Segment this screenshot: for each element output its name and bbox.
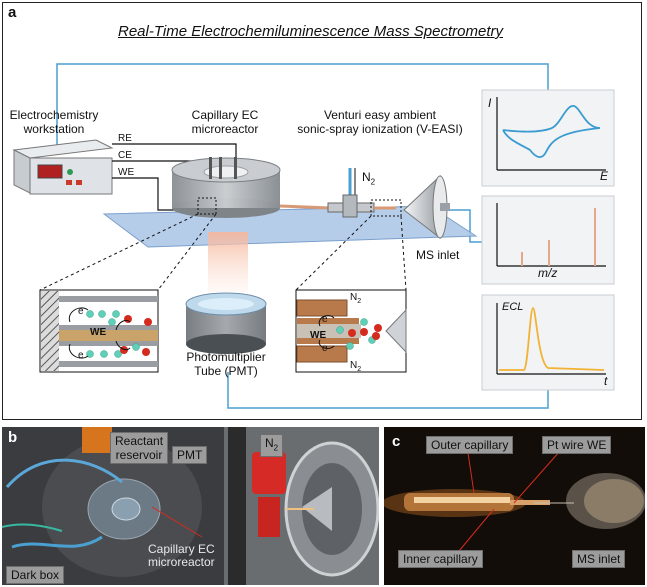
pmt-photo-label: PMT bbox=[172, 446, 208, 464]
panel-c-letter: c bbox=[392, 433, 401, 450]
panel-a-letter: a bbox=[8, 4, 17, 21]
inset2-e-top: e bbox=[322, 314, 328, 325]
ecl-ylabel: ECL bbox=[502, 301, 524, 313]
inset2-we-label: WE bbox=[310, 330, 327, 341]
n2-label-venturi: N2 bbox=[362, 170, 376, 187]
venturi-label-line2: sonic-spray ionization (V-EASI) bbox=[297, 122, 463, 136]
inner-capillary-label: Inner capillary bbox=[398, 550, 483, 568]
cv-plot-content bbox=[496, 97, 606, 171]
workstation-label-line1: Electrochemistry bbox=[9, 108, 99, 122]
cv-plot bbox=[481, 89, 615, 187]
reactant-line1: Reactant bbox=[115, 434, 164, 448]
panel-a-diagram bbox=[12, 63, 615, 409]
inset-capillary-we bbox=[39, 289, 159, 373]
ms-xlabel: m/z bbox=[538, 266, 558, 280]
workstation-device bbox=[12, 139, 114, 195]
panel-b-letter: b bbox=[8, 429, 18, 446]
zoom-lines bbox=[39, 213, 407, 291]
inset1-e-top: e bbox=[78, 306, 84, 317]
light-beam bbox=[208, 232, 248, 292]
inset1-e-bottom: e bbox=[78, 350, 84, 361]
reactant-line2: reservoir bbox=[115, 448, 163, 462]
pmt-label: Photomultiplier Tube (PMT) bbox=[174, 350, 278, 378]
electrode-re: RE bbox=[118, 133, 132, 144]
power-led bbox=[67, 169, 73, 175]
capillary-photo-line2: microreactor bbox=[148, 555, 215, 569]
inset2-e-bottom: e bbox=[322, 343, 328, 354]
cv-curve bbox=[502, 105, 601, 158]
dark-box-label: Dark box bbox=[6, 566, 65, 584]
ms-inlet-label: MS inlet bbox=[416, 248, 460, 262]
panel-a bbox=[2, 2, 642, 420]
inset2-n2-bottom: N2 bbox=[350, 360, 362, 373]
microreactor-label-line1: Capillary EC bbox=[191, 108, 259, 122]
pt-wire-label: Pt wire WE bbox=[542, 436, 612, 454]
workstation-label-line2: workstation bbox=[23, 122, 85, 136]
electrode-ce: CE bbox=[118, 150, 132, 161]
microreactor-label: Capillary EC microreactor bbox=[170, 108, 280, 136]
pmt-to-ecl-line bbox=[227, 372, 549, 409]
inset-venturi-tip bbox=[295, 289, 407, 373]
capillary-ec-microreactor bbox=[171, 157, 281, 218]
capillary-line bbox=[279, 204, 331, 210]
panel-b-photo bbox=[2, 427, 379, 585]
inset2-n2-top: N2 bbox=[350, 292, 362, 305]
workstation-to-cv-line bbox=[56, 63, 549, 145]
photomultiplier-tube bbox=[185, 292, 267, 354]
n2-photo-label: N2 bbox=[260, 434, 284, 458]
microreactor-label-line2: microreactor bbox=[191, 122, 259, 136]
workstation-label: Electrochemistry workstation bbox=[4, 108, 104, 136]
ms-inlet-cone bbox=[403, 174, 450, 240]
display-screen bbox=[37, 164, 63, 179]
pmt-label-line1: Photomultiplier bbox=[186, 350, 266, 364]
ecl-plot-content bbox=[496, 303, 606, 375]
inset1-we-label: WE bbox=[90, 327, 107, 338]
venturi-label: Venturi easy ambient sonic-spray ionizat… bbox=[290, 108, 470, 136]
reactant-reservoir-label: Reactant reservoir bbox=[110, 432, 169, 464]
ms-plot-content bbox=[496, 203, 606, 267]
page-title: Real-Time Electrochemiluminescence Mass … bbox=[118, 23, 503, 40]
capillary-photo-line1: Capillary EC bbox=[148, 542, 215, 556]
ecl-xlabel: t bbox=[604, 374, 608, 388]
ms-inlet-photo-label: MS inlet bbox=[572, 550, 626, 568]
cv-ylabel: I bbox=[488, 96, 492, 110]
venturi-tee bbox=[327, 168, 396, 218]
ecl-curve bbox=[499, 307, 605, 371]
electrode-we: WE bbox=[118, 167, 135, 178]
ms-to-spectrum-line bbox=[450, 209, 482, 243]
outer-capillary-label: Outer capillary bbox=[426, 436, 514, 454]
connector-lines bbox=[56, 63, 549, 409]
capillary-photo-label: Capillary EC microreactor bbox=[148, 543, 215, 569]
venturi-label-line1: Venturi easy ambient bbox=[323, 108, 437, 122]
cv-xlabel: E bbox=[600, 169, 609, 183]
pmt-label-line2: Tube (PMT) bbox=[194, 364, 258, 378]
